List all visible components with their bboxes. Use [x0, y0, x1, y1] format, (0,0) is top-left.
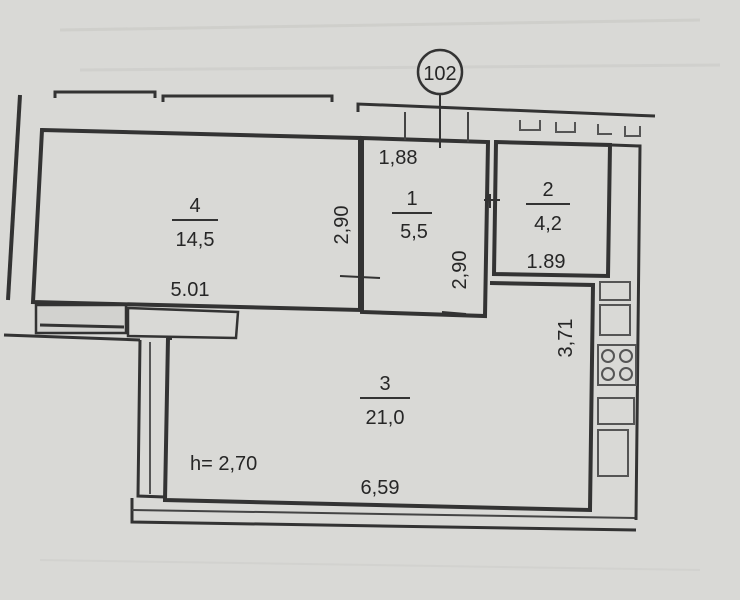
- room-3-width: 6,59: [361, 477, 400, 499]
- room-4-area: 14,5: [176, 229, 215, 251]
- left-wall: [3, 94, 141, 342]
- room-3: [130, 281, 637, 532]
- axis-marker: 102: [416, 48, 464, 148]
- room-4-width: 5.01: [171, 279, 210, 301]
- room-1-top-width: 1,88: [379, 147, 418, 169]
- room-3-number: 3: [379, 373, 390, 395]
- room-1-area: 5,5: [400, 221, 428, 243]
- right-shafts: [597, 143, 642, 521]
- ceiling-height: h= 2,70: [190, 453, 257, 475]
- room-3-height: 3,71: [555, 319, 577, 358]
- room-1-number: 1: [406, 188, 417, 210]
- axis-marker-label: 102: [423, 63, 456, 85]
- room-2-number: 2: [542, 179, 553, 201]
- room-2-area: 4,2: [534, 213, 562, 235]
- room-1: [339, 112, 491, 319]
- room-4-number: 4: [189, 195, 200, 217]
- room-2: [484, 139, 613, 279]
- room-4-height: 2,90: [331, 206, 353, 245]
- room-2-width: 1.89: [527, 251, 566, 273]
- room-3-area: 21,0: [366, 407, 405, 429]
- top-wall-marks: [53, 90, 656, 137]
- room-1-height: 2,90: [449, 251, 471, 290]
